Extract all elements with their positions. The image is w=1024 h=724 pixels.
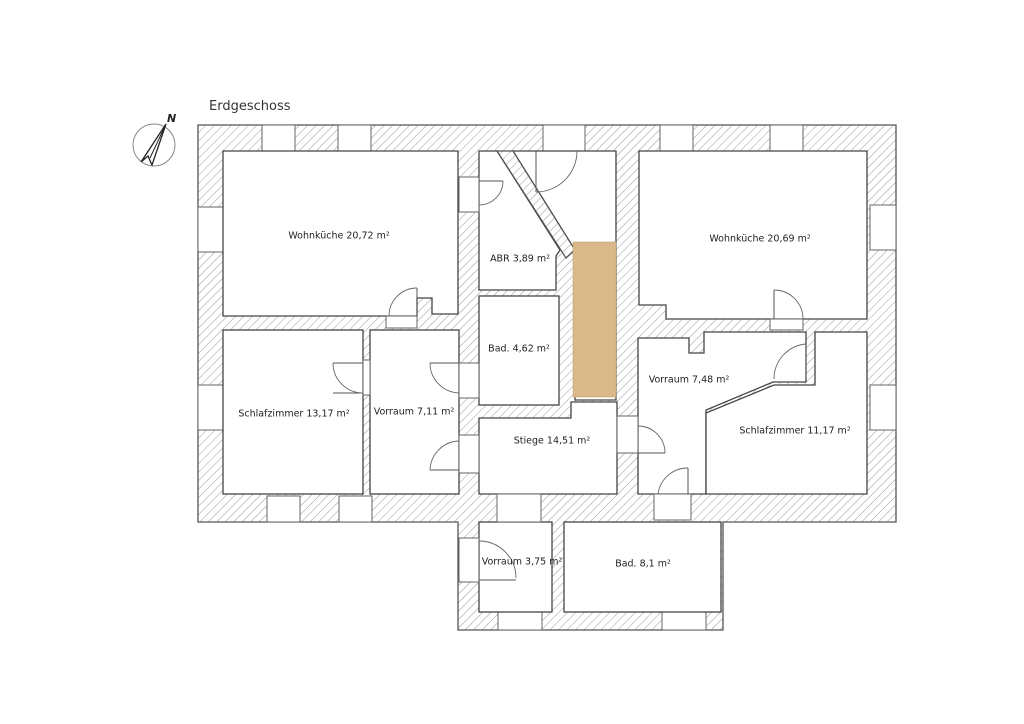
room-wohnkueche-left (222, 150, 459, 317)
label-vorraum-left: Vorraum 7,11 m² (374, 407, 455, 418)
door-vorraum-lower[interactable] (458, 537, 517, 583)
room-bad-upper (478, 295, 560, 406)
stair (572, 241, 617, 398)
north-arrow-icon: N (132, 112, 176, 167)
windows-right (869, 204, 897, 431)
label-wohnkueche-right: Wohnküche 20,69 m² (709, 234, 811, 245)
label-stiege: Stiege 14,51 m² (514, 436, 591, 447)
windows-left (197, 206, 225, 431)
label-vorraum-lower: Vorraum 3,75 m² (482, 557, 563, 568)
room-stiege (478, 401, 618, 495)
room-vorraum-left (369, 329, 460, 495)
door-vorraum-right-bottom[interactable] (653, 467, 692, 521)
door-schlafzimmer-left[interactable] (332, 359, 371, 396)
compass-label: N (167, 112, 176, 125)
label-abr: ABR 3,89 m² (490, 254, 550, 265)
door-hall-top[interactable] (535, 150, 578, 193)
door-stiege-lower[interactable] (496, 493, 542, 523)
label-vorraum-right: Vorraum 7,48 m² (649, 375, 730, 386)
door-vorraum-left-stiege[interactable] (429, 434, 480, 474)
label-schlafzimmer-right: Schlafzimmer 11,17 m² (739, 426, 850, 437)
label-bad-lower: Bad. 8,1 m² (615, 559, 671, 570)
door-abr[interactable] (458, 176, 504, 213)
door-vorraum-left-bad[interactable] (429, 362, 480, 399)
door-vorraum-right-stiege[interactable] (616, 415, 666, 454)
room-schlafzimmer-right (705, 331, 868, 495)
door-schlafzimmer-right[interactable] (773, 343, 807, 380)
label-schlafzimmer-left: Schlafzimmer 13,17 m² (238, 409, 349, 420)
windows-lower-block (497, 609, 707, 631)
door-wohnkueche-right[interactable] (769, 289, 804, 331)
room-wohnkueche-right (638, 150, 868, 320)
room-bad-lower (563, 521, 722, 613)
label-wohnkueche-left: Wohnküche 20,72 m² (288, 231, 390, 242)
floor-title: Erdgeschoss (209, 99, 291, 114)
label-bad-upper: Bad. 4,62 m² (488, 344, 550, 355)
windows-bottom (266, 495, 373, 523)
room-schlafzimmer-left (222, 329, 364, 495)
door-wohnkueche-left[interactable] (385, 287, 418, 329)
